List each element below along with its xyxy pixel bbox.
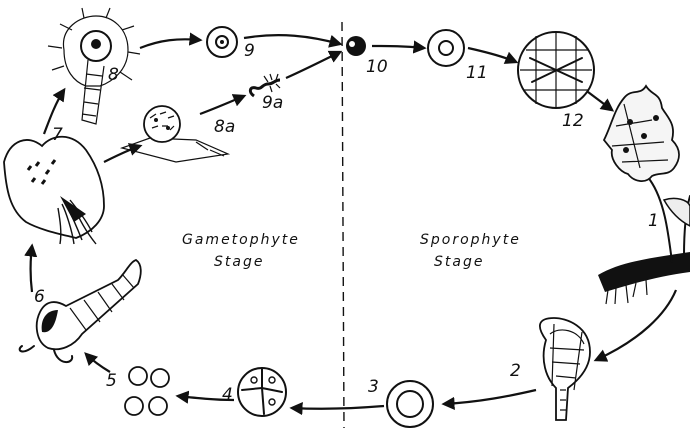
stage-number-6: 6 [34,287,45,307]
stage-number-5: 5 [106,371,117,391]
sporophyte-stage-label: Stage [434,254,484,270]
gametophyte-label: Gametophyte [182,232,300,248]
stage-number-9a: 9a [262,93,283,113]
antheridium-8a-drawing [122,106,228,162]
stage-number-11: 11 [466,63,488,83]
archegonium-drawing [540,318,590,420]
arrow-8a-to-9a [200,96,244,114]
zygote-drawing [346,36,366,56]
spore-mother-cell-drawing [387,381,433,427]
stage-number-7: 7 [52,125,63,145]
sporophyte-label: Sporophyte [420,232,521,248]
germinating-spore-drawing [20,260,141,362]
egg-drawing [207,27,237,57]
zygote-11-drawing [428,30,464,66]
arrow-10-to-11 [372,46,424,48]
stage-number-10: 10 [366,57,388,77]
stage-number-8: 8 [108,65,119,85]
stage-number-12: 12 [562,111,584,131]
tetrad-drawing [238,368,286,416]
arrow-12-to-1 [588,92,612,110]
mature-fern-drawing [598,86,690,304]
arrow-5-to-6 [86,354,110,372]
arrow-9a-to-10 [286,52,340,78]
embryo-drawing [518,32,594,108]
arrow-8-to-9 [140,39,200,48]
stage-divider-line [342,22,344,428]
gametophyte-stage-label: Stage [214,254,264,270]
arrow-11-to-12 [468,48,516,62]
arrow-6-to-7 [31,246,33,292]
stage-number-4: 4 [222,385,233,405]
antheridium-drawing [48,8,140,124]
arrow-1-to-2 [596,290,676,360]
stage-number-3: 3 [368,377,379,397]
spores-drawing [125,367,169,415]
arrow-2-to-3 [444,390,536,404]
stage-number-1: 1 [648,211,659,231]
stage-number-9: 9 [244,41,255,61]
prothallus-drawing [4,137,104,244]
stage-number-2: 2 [510,361,521,381]
arrow-9-to-10 [244,35,340,44]
stage-number-8a: 8a [214,117,235,137]
arrow-3-to-4 [292,406,384,409]
